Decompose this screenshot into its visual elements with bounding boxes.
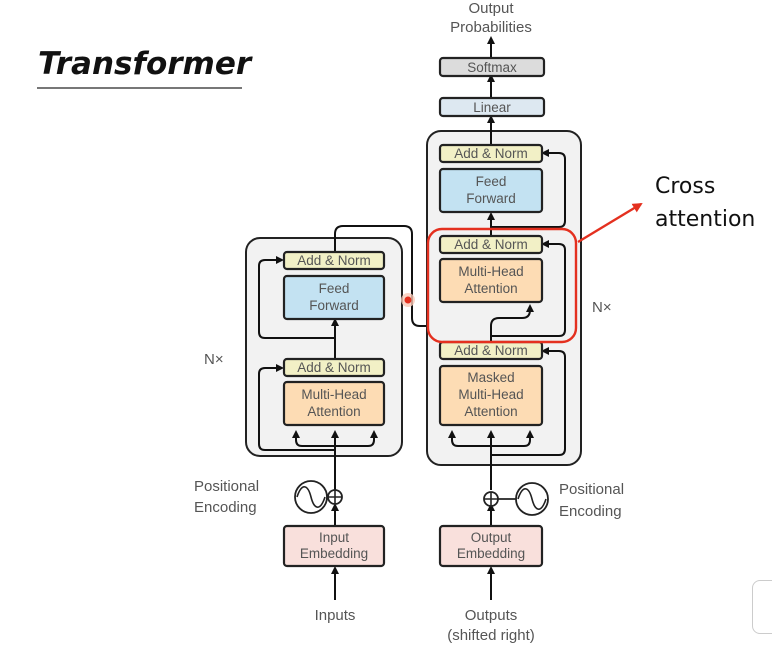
encoder-inputs-label: Inputs bbox=[315, 607, 356, 624]
decoder-nx-label: N× bbox=[592, 299, 612, 316]
decoder-output-embedding bbox=[438, 524, 544, 568]
cross-attention-highlight bbox=[426, 227, 578, 344]
linear-label: Linear bbox=[473, 100, 511, 115]
encoder-embedding-label-2: Embedding bbox=[300, 546, 368, 561]
decoder-mmha-qkv-wire bbox=[451, 432, 531, 447]
encoder-pos-enc-label-1: Positional bbox=[194, 478, 259, 495]
decoder-sine-path bbox=[517, 488, 547, 510]
decoder-addnorm-to-cross bbox=[490, 304, 534, 342]
decoder-mha-label-1: Multi-Head bbox=[458, 264, 523, 279]
decoder-add-norm-bottom-label: Add & Norm bbox=[454, 343, 528, 358]
decoder-embedding-label-2: Embedding bbox=[457, 546, 525, 561]
decoder-embedding-label-1: Output bbox=[471, 530, 512, 545]
encoder-mha-label-1: Multi-Head bbox=[301, 387, 366, 402]
decoder-outputs-label: Outputs bbox=[465, 607, 518, 624]
encoder-residual-2 bbox=[258, 256, 335, 339]
decoder-masked-label-1: Masked bbox=[467, 370, 514, 385]
decoder-add-norm-mid-label: Add & Norm bbox=[454, 237, 528, 252]
decoder-add-norm-mid bbox=[438, 234, 544, 255]
cursor-dot-core bbox=[404, 296, 412, 304]
decoder-residual-1 bbox=[491, 347, 566, 456]
output-label-2: Probabilities bbox=[450, 19, 532, 36]
encoder-ff-label-1: Feed bbox=[319, 281, 350, 296]
encoder-residual-1 bbox=[258, 364, 335, 451]
decoder-masked-label-2: Multi-Head bbox=[458, 387, 523, 402]
encoder-add-norm-top bbox=[282, 250, 386, 271]
encoder-plus-cross bbox=[328, 490, 342, 504]
encoder-ff-label-2: Forward bbox=[309, 298, 359, 313]
decoder-ff-label-2: Forward bbox=[466, 191, 516, 206]
decoder-plus-cross bbox=[484, 492, 498, 506]
decoder-ff-label-1: Feed bbox=[476, 174, 507, 189]
decoder-residual-2 bbox=[491, 240, 566, 337]
encoder-add-norm-top-label: Add & Norm bbox=[297, 253, 371, 268]
linear-block bbox=[438, 96, 546, 118]
encoder-pos-enc-label-2: Encoding bbox=[194, 499, 257, 516]
encoder-input-embedding bbox=[282, 524, 386, 568]
decoder-cross-attention bbox=[438, 257, 544, 304]
softmax-block bbox=[438, 56, 546, 78]
decoder-pos-enc-label-2: Encoding bbox=[559, 503, 622, 520]
cross-attention-label-line-1: Cross bbox=[655, 174, 716, 199]
corner-widget bbox=[752, 580, 772, 634]
decoder-add-norm-top bbox=[438, 143, 544, 164]
decoder-mha-label-2: Attention bbox=[464, 281, 517, 296]
cross-attention-pointer-arrow bbox=[577, 202, 643, 244]
title-underline bbox=[37, 87, 242, 89]
slide-title: Transformer bbox=[38, 46, 252, 82]
encoder-add-norm-bottom-label: Add & Norm bbox=[297, 360, 371, 375]
decoder-outputs-label-2: (shifted right) bbox=[447, 627, 535, 644]
encoder-nx-label: N× bbox=[204, 351, 224, 368]
encoder-multi-head-attention bbox=[282, 380, 386, 427]
encoder-feed-forward bbox=[282, 274, 386, 321]
cross-attention-label: Cross attention bbox=[655, 170, 755, 236]
decoder-residual-3 bbox=[491, 149, 566, 228]
softmax-label: Softmax bbox=[467, 60, 517, 75]
decoder-masked-attention bbox=[438, 364, 544, 427]
encoder-sine-path bbox=[296, 486, 326, 508]
decoder-pos-enc-label-1: Positional bbox=[559, 481, 624, 498]
encoder-embedding-label-1: Input bbox=[319, 530, 349, 545]
decoder-feed-forward bbox=[438, 167, 544, 214]
decoder-masked-label-3: Attention bbox=[464, 404, 517, 419]
encoder-add-norm-bottom bbox=[282, 357, 386, 378]
encoder-mha-qkv-wire bbox=[295, 432, 375, 447]
encoder-mha-label-2: Attention bbox=[307, 404, 360, 419]
cross-attention-label-line-2: attention bbox=[655, 207, 756, 232]
output-label-1: Output bbox=[468, 0, 514, 17]
decoder-add-norm-top-label: Add & Norm bbox=[454, 146, 528, 161]
